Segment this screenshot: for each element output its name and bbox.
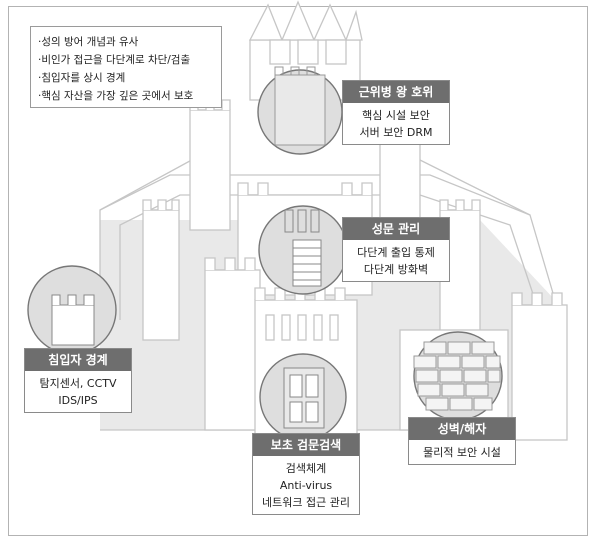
gate-label-line: 다단계 출입 통제 bbox=[357, 246, 435, 259]
inspection-label-line: 검색체계 bbox=[285, 462, 327, 475]
note-item: ·핵심 자산을 가장 깊은 곳에서 보호 bbox=[38, 90, 194, 102]
wall-label-line: 물리적 보안 시설 bbox=[423, 446, 501, 459]
note-item: ·성의 방어 개념과 유사 bbox=[38, 36, 139, 48]
intruder-label-line: 탐지센서, CCTV bbox=[39, 377, 117, 390]
wall-magnifier bbox=[413, 331, 503, 421]
guard-label-line: 핵심 시설 보안 bbox=[362, 109, 430, 122]
note-item: ·비인가 접근을 다단계로 차단/검출 bbox=[38, 54, 191, 66]
guard-label-line: 서버 보안 DRM bbox=[359, 126, 433, 139]
intruder-label-title: 침입자 경계 bbox=[25, 349, 131, 371]
gate-label: 성문 관리 다단계 출입 통제 다단계 방화벽 bbox=[342, 217, 450, 282]
guard-magnifier bbox=[257, 66, 343, 155]
note-item: ·침입자를 상시 경계 bbox=[38, 72, 126, 84]
inspection-label-title: 보초 검문검색 bbox=[253, 434, 359, 456]
gate-label-line: 다단계 방화벽 bbox=[363, 263, 429, 276]
inspection-label-line: 네트워크 접근 관리 bbox=[262, 496, 350, 509]
intruder-label-line: IDS/IPS bbox=[58, 394, 98, 407]
wall-label: 성벽/해자 물리적 보안 시설 bbox=[408, 417, 516, 465]
inspection-label: 보초 검문검색 검색체계 Anti-virus 네트워크 접근 관리 bbox=[252, 433, 360, 515]
inspection-label-line: Anti-virus bbox=[279, 479, 333, 492]
wall-label-title: 성벽/해자 bbox=[409, 418, 515, 440]
intruder-label: 침입자 경계 탐지센서, CCTV IDS/IPS bbox=[24, 348, 132, 413]
notes-box: ·성의 방어 개념과 유사 ·비인가 접근을 다단계로 차단/검출 ·침입자를 … bbox=[30, 26, 222, 108]
left-towers bbox=[142, 199, 261, 431]
intruder-magnifier bbox=[27, 265, 117, 355]
guard-label: 근위병 왕 호위 핵심 시설 보안 서버 보안 DRM bbox=[342, 80, 450, 145]
inspection-magnifier bbox=[259, 353, 347, 441]
right-rampart bbox=[399, 149, 531, 216]
gate-label-title: 성문 관리 bbox=[343, 218, 449, 240]
guard-label-title: 근위병 왕 호위 bbox=[343, 81, 449, 103]
gate-magnifier bbox=[258, 205, 348, 295]
